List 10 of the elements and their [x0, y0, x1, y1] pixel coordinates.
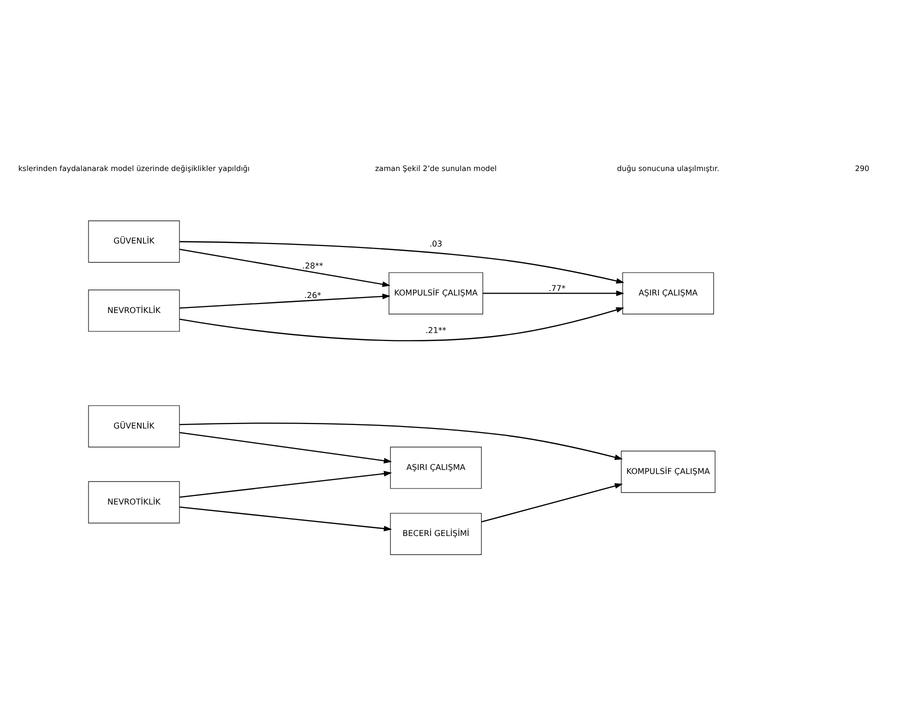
arrow [179, 248, 390, 287]
arrow [481, 482, 623, 522]
arrow [180, 422, 623, 460]
arrow [180, 431, 392, 463]
arrow [482, 290, 624, 296]
arrow [180, 293, 390, 308]
arrow [180, 470, 392, 498]
arrow [180, 240, 624, 284]
arrow [180, 506, 392, 531]
arrow [179, 306, 624, 341]
